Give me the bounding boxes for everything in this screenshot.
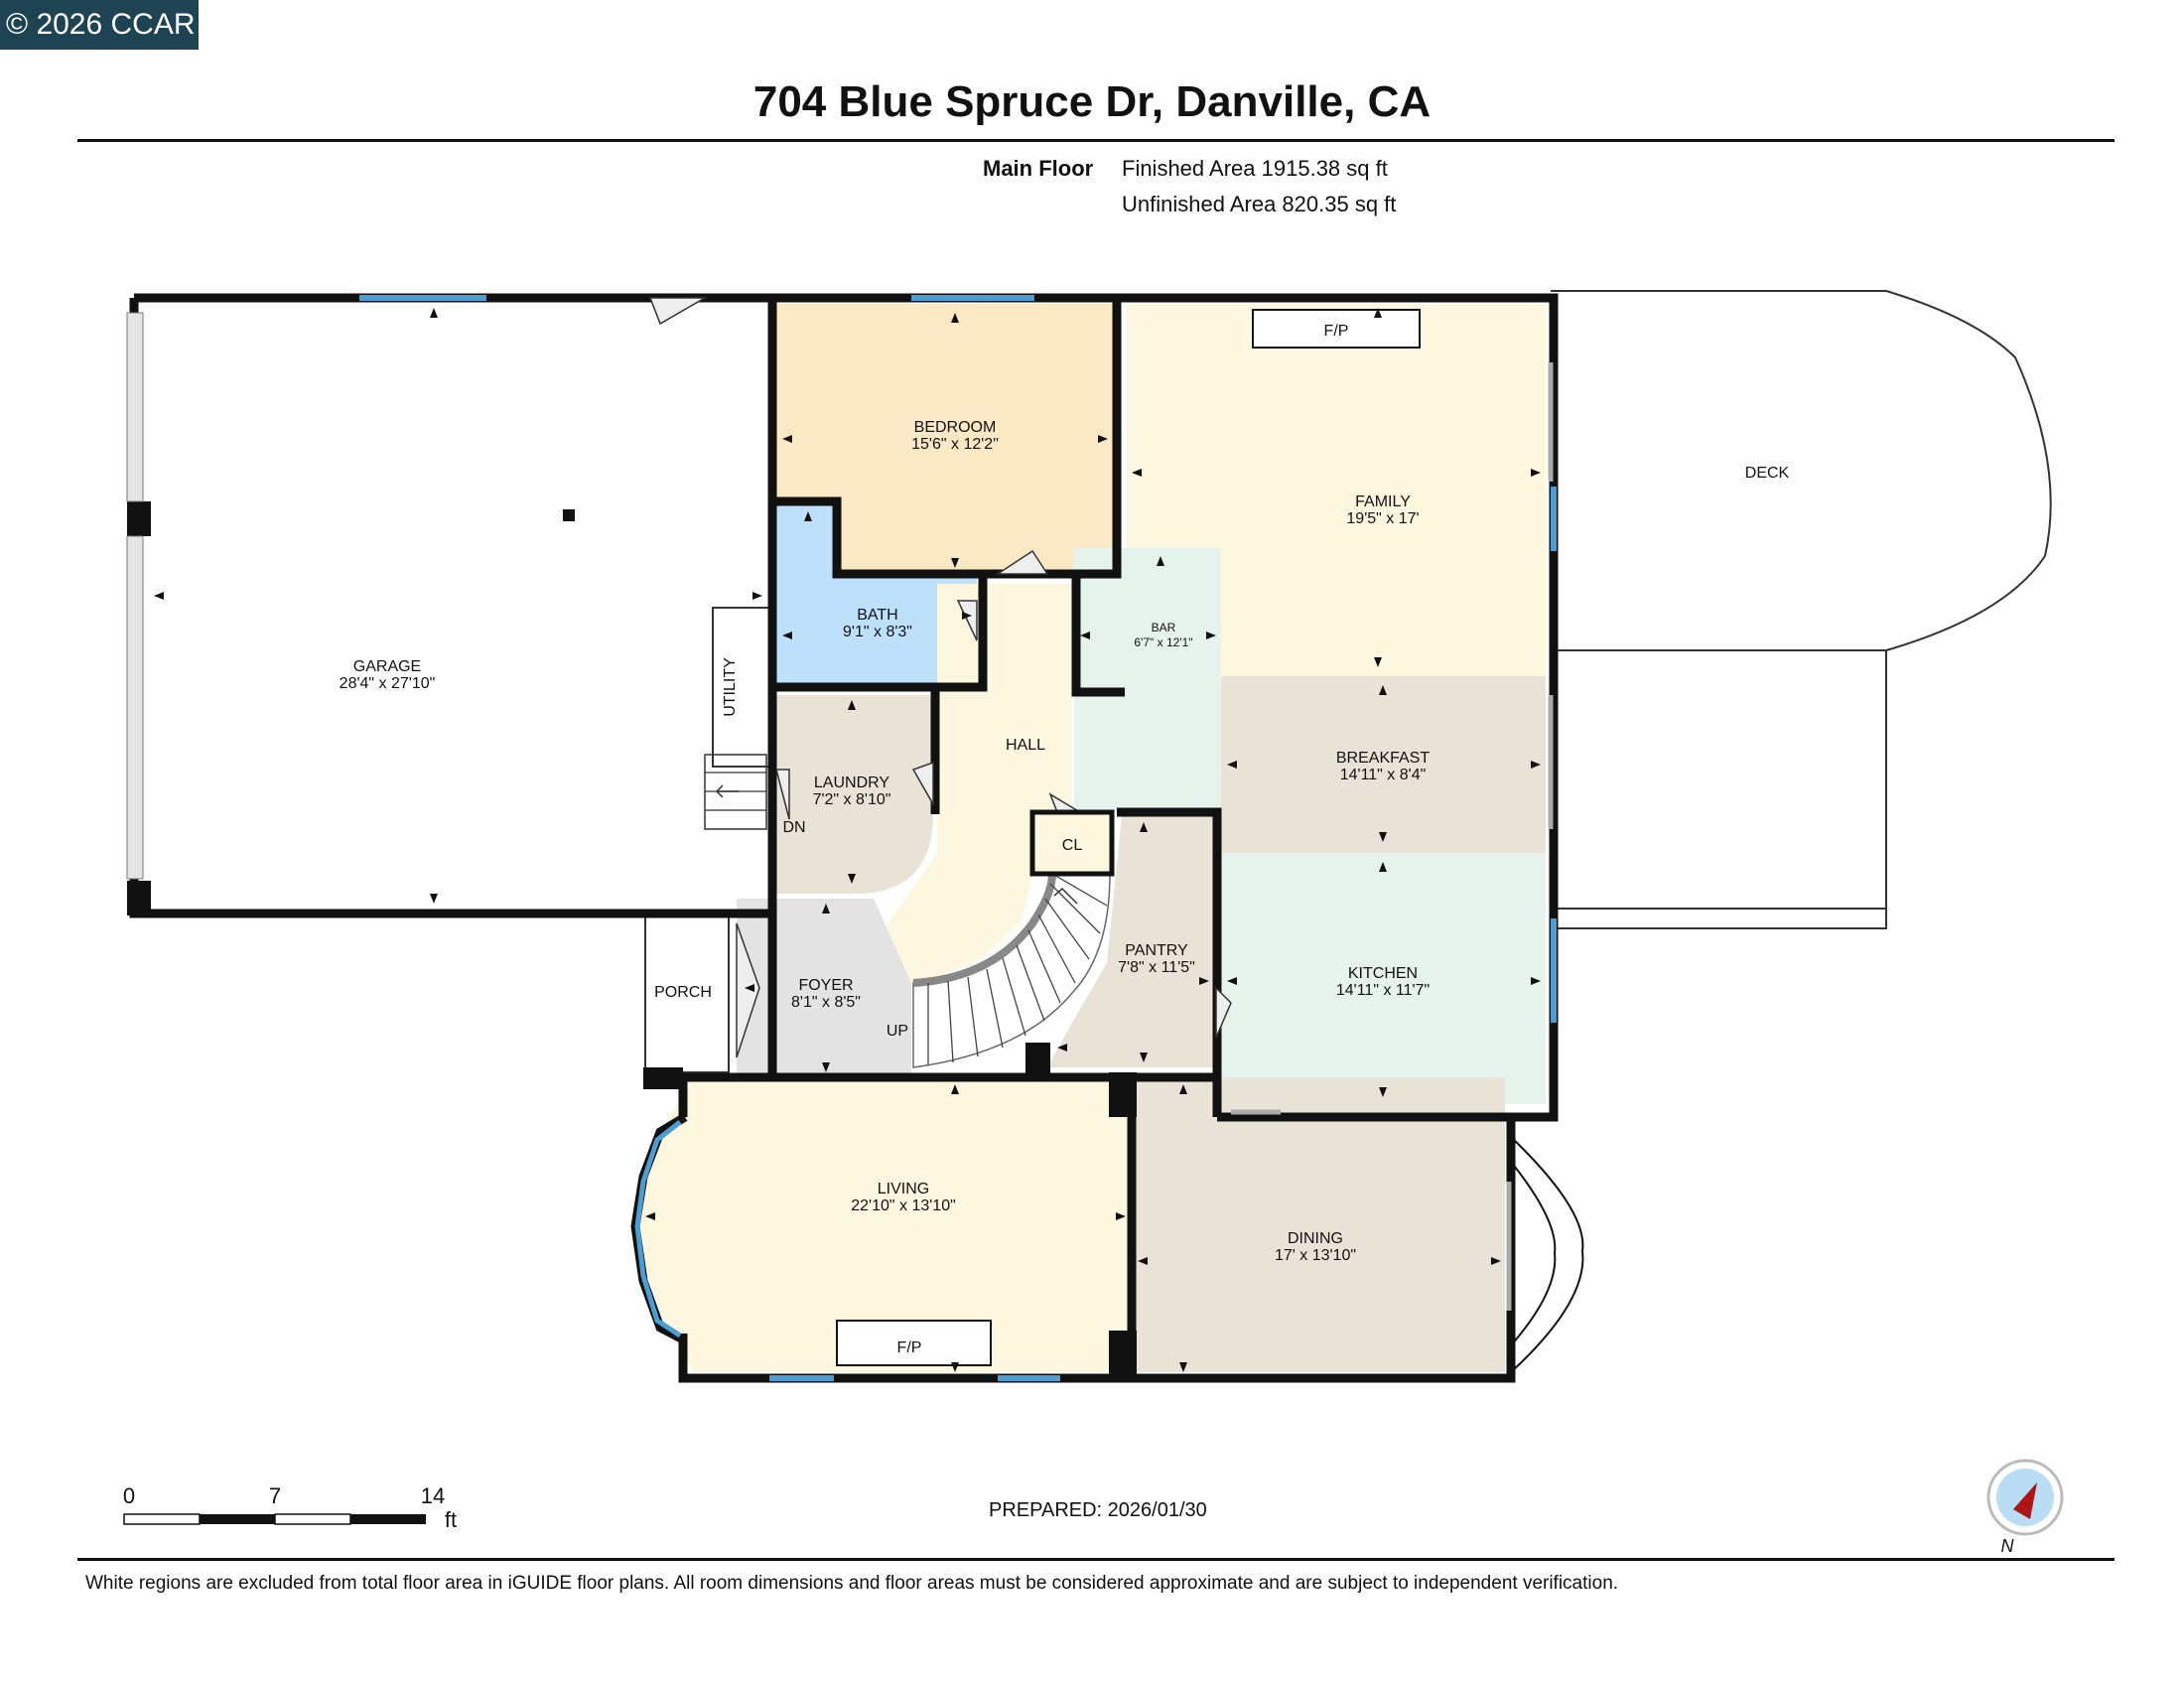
porch-label: PORCH <box>654 984 712 1001</box>
scale-tick-7: 7 <box>269 1483 281 1508</box>
bedroom-label: BEDROOM <box>914 419 997 436</box>
dimension-arrows <box>154 308 1541 1372</box>
sliding-doors <box>1231 362 1554 1311</box>
scale-unit: ft <box>445 1507 457 1532</box>
laundry-fill <box>776 695 933 894</box>
foyer-label: FOYER <box>798 977 853 994</box>
compass-north-label: N <box>2001 1536 2015 1556</box>
foyer-fill <box>737 899 911 1077</box>
footer-rule <box>77 1558 2115 1561</box>
bar-fill <box>1074 548 1221 812</box>
hall-label: HALL <box>1006 737 1045 754</box>
garage-dims: 28'4" x 27'10" <box>340 675 436 692</box>
dining-arch-inner <box>1510 1161 1557 1346</box>
scale-tick-0: 0 <box>123 1483 135 1508</box>
pantry-label: PANTRY <box>1125 942 1188 959</box>
living-fill <box>640 1077 1132 1372</box>
deck-outline <box>1551 290 2052 651</box>
bath-label: BATH <box>857 607 897 624</box>
family-dims: 19'5" x 17' <box>1346 510 1419 527</box>
property-address-title: 704 Blue Spruce Dr, Danville, CA <box>752 77 1432 126</box>
breakfast-dims: 14'11" x 8'4" <box>1340 767 1427 783</box>
disclaimer-text: White regions are excluded from total fl… <box>85 1573 1619 1594</box>
family-fireplace-label: F/P <box>1324 323 1349 340</box>
kitchen-dims: 14'11" x 11'7" <box>1336 982 1430 999</box>
kitchen-fill <box>1221 853 1546 1104</box>
pantry-dims: 7'8" x 11'5" <box>1118 959 1195 976</box>
garage-post <box>563 509 575 521</box>
stairs-up-label: UP <box>887 1023 908 1040</box>
stair-treads <box>927 873 1108 1065</box>
dining-dims: 17' x 13'10" <box>1275 1247 1356 1264</box>
floor-label: Main Floor <box>983 156 1094 181</box>
utility-label: UTILITY <box>722 657 739 717</box>
wall-pier <box>1025 1043 1050 1077</box>
laundry-label: LAUNDRY <box>814 774 890 791</box>
dining-fill <box>1132 1077 1505 1372</box>
foyer-dims: 8'1" x 8'5" <box>791 994 861 1011</box>
bedroom-dims: 15'6" x 12'2" <box>911 436 999 453</box>
kitchen-label: KITCHEN <box>1348 965 1418 982</box>
wall-pier <box>643 1067 683 1089</box>
living-fireplace-label: F/P <box>897 1339 922 1356</box>
finished-area: Finished Area 1915.38 sq ft <box>1122 156 1388 181</box>
laundry-dims: 7'2" x 8'10" <box>813 791 891 808</box>
family-label: FAMILY <box>1355 493 1411 510</box>
deck-label: DECK <box>1745 465 1790 482</box>
bar-dims: 6'7" x 12'1" <box>1134 635 1192 649</box>
compass-icon <box>1986 1459 2064 1536</box>
prepared-date: PREPARED: 2026/01/30 <box>989 1499 1207 1521</box>
closet-walls <box>1029 809 1115 877</box>
living-fireplace <box>836 1320 992 1366</box>
garage-label: GARAGE <box>353 658 421 675</box>
door-swings <box>648 297 1232 1058</box>
garage-door <box>126 312 144 502</box>
dining-label: DINING <box>1288 1230 1343 1247</box>
pantry-fill <box>1047 816 1213 1067</box>
closet-label: CL <box>1062 837 1083 854</box>
wall-pier <box>127 881 151 915</box>
stair-up-arrow <box>1053 887 1078 905</box>
breakfast-fill <box>1221 676 1546 853</box>
bay-window-glass <box>634 1120 682 1338</box>
copyright-watermark: © 2026 CCAR <box>0 0 199 50</box>
windows <box>359 295 1557 1381</box>
stairs-down-label: DN <box>782 819 805 836</box>
scale-tick-14: 14 <box>421 1483 445 1508</box>
stairs-down-arrow <box>715 784 739 798</box>
breakfast-label: BREAKFAST <box>1336 750 1430 767</box>
wall-pier <box>1109 1072 1137 1117</box>
wall-pier <box>1109 1331 1137 1378</box>
dining-arch <box>1510 1136 1584 1373</box>
family-fireplace <box>1252 309 1421 349</box>
garage-door <box>126 535 144 880</box>
living-dims: 22'10" x 13'10" <box>851 1197 956 1214</box>
bar-label: BAR <box>1152 621 1176 634</box>
unfinished-area: Unfinished Area 820.35 sq ft <box>1122 192 1397 216</box>
lower-deck-outline <box>1551 649 1887 929</box>
hall-fill <box>874 584 1114 983</box>
header-rule <box>77 139 2115 142</box>
bath-fill <box>776 504 977 687</box>
scale-bar <box>123 1513 426 1525</box>
living-label: LIVING <box>878 1181 929 1197</box>
bath-dims: 9'1" x 8'3" <box>843 624 912 640</box>
wall-pier <box>127 501 151 536</box>
stair-rail <box>912 873 1056 987</box>
